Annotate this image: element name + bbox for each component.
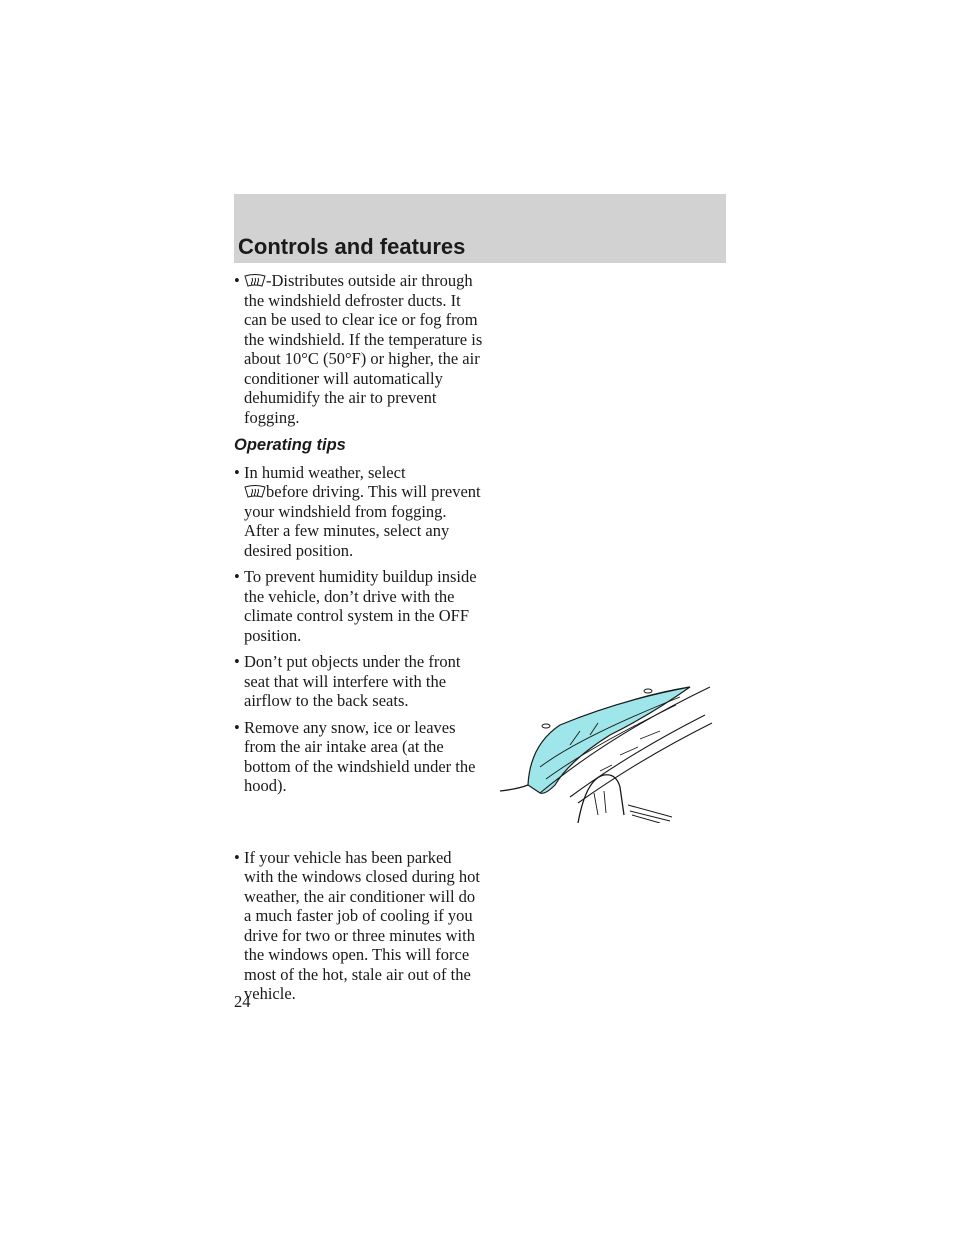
- windshield-defrost-icon: [244, 485, 266, 498]
- bullet-dot: •: [234, 717, 240, 737]
- page-title: Controls and features: [238, 234, 466, 259]
- list-item: • If your vehicle has been parked with t…: [234, 848, 484, 1004]
- air-intake-illustration: [500, 686, 713, 823]
- list-item: • -Distributes outside air through the w…: [234, 271, 484, 427]
- list-item: • Don’t put objects under the front seat…: [234, 652, 484, 711]
- tip-text: To prevent humidity buildup inside the v…: [244, 567, 477, 645]
- tip-text: In humid weather, select: [244, 462, 406, 482]
- bullet-dot: •: [234, 271, 240, 290]
- page-number: 24: [234, 992, 251, 1011]
- tip-text: If your vehicle has been parked with the…: [244, 847, 481, 1004]
- list-item: • In humid weather, select before drivin…: [234, 463, 484, 561]
- list-item: • Remove any snow, ice or leaves from th…: [234, 718, 484, 796]
- tip-text: before driving. This will prevent your w…: [244, 482, 481, 560]
- bullet-dot: •: [234, 567, 240, 586]
- tip-text: Remove any snow, ice or leaves from the …: [244, 717, 476, 796]
- section-heading: Operating tips: [234, 436, 346, 454]
- tip-text: Don’t put objects under the front seat t…: [244, 652, 461, 710]
- intro-text: -Distributes outside air through the win…: [244, 271, 483, 427]
- bullet-dot: •: [234, 847, 240, 867]
- bullet-dot: •: [234, 462, 240, 482]
- bullet-dot: •: [234, 652, 240, 671]
- header-band: [234, 194, 726, 263]
- windshield-defrost-icon: [244, 274, 266, 287]
- text-column: • -Distributes outside air through the w…: [234, 271, 484, 1011]
- list-item: • To prevent humidity buildup inside the…: [234, 567, 484, 645]
